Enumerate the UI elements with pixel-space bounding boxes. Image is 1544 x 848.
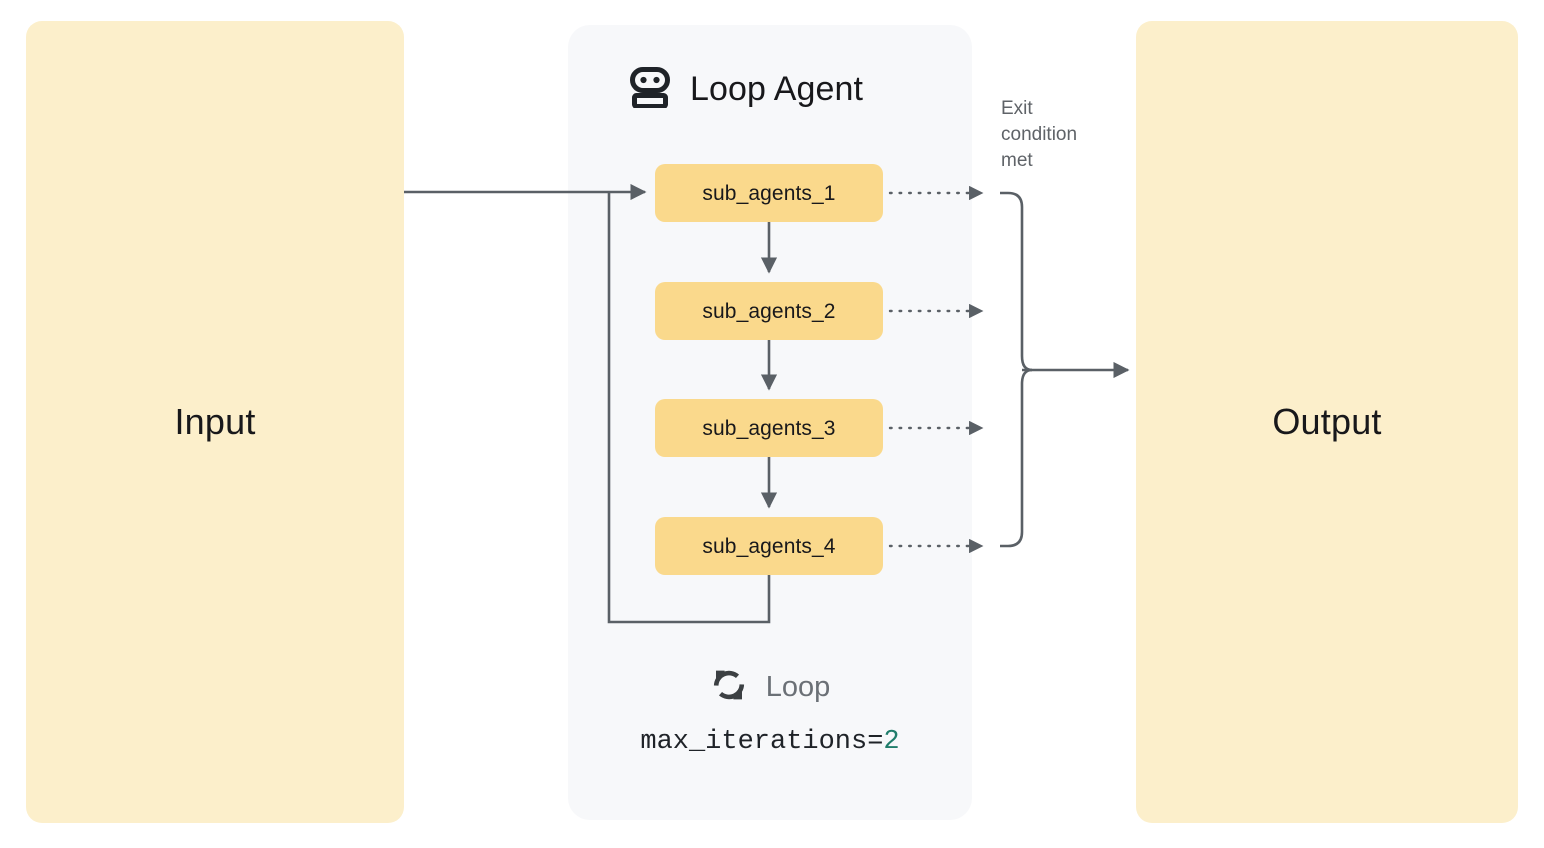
agent-label-3: sub_agents_3 xyxy=(702,416,836,440)
max-iterations-key: max_iterations= xyxy=(640,727,884,757)
loop-agent-title: Loop Agent xyxy=(690,69,864,108)
input-panel: Input xyxy=(26,21,404,823)
loop-label: Loop xyxy=(765,671,831,703)
input-label: Input xyxy=(174,401,256,442)
loop-footer-row: Loop xyxy=(710,666,831,709)
output-panel: Output xyxy=(1136,21,1518,823)
loop-refresh-icon xyxy=(710,666,748,709)
agent-box-4[interactable]: sub_agents_4 xyxy=(655,517,883,575)
agent-box-3[interactable]: sub_agents_3 xyxy=(655,399,883,457)
exit-condition-label: Exit condition met xyxy=(1001,98,1078,171)
agent-box-2[interactable]: sub_agents_2 xyxy=(655,282,883,340)
exit-rail-top xyxy=(1000,191,1033,372)
loop-footer: Loop max_iterations=2 xyxy=(568,666,972,756)
robot-icon xyxy=(628,64,672,113)
agent-label-1: sub_agents_1 xyxy=(702,181,836,205)
output-label: Output xyxy=(1272,401,1382,442)
agent-label-2: sub_agents_2 xyxy=(702,299,836,323)
max-iterations-text: max_iterations=2 xyxy=(640,729,899,756)
agent-box-1[interactable]: sub_agents_1 xyxy=(655,164,883,222)
exit-rail-bottom xyxy=(1000,368,1033,548)
max-iterations-value: 2 xyxy=(883,727,900,757)
agent-label-4: sub_agents_4 xyxy=(702,534,836,558)
loop-agent-header: Loop Agent xyxy=(628,64,863,113)
